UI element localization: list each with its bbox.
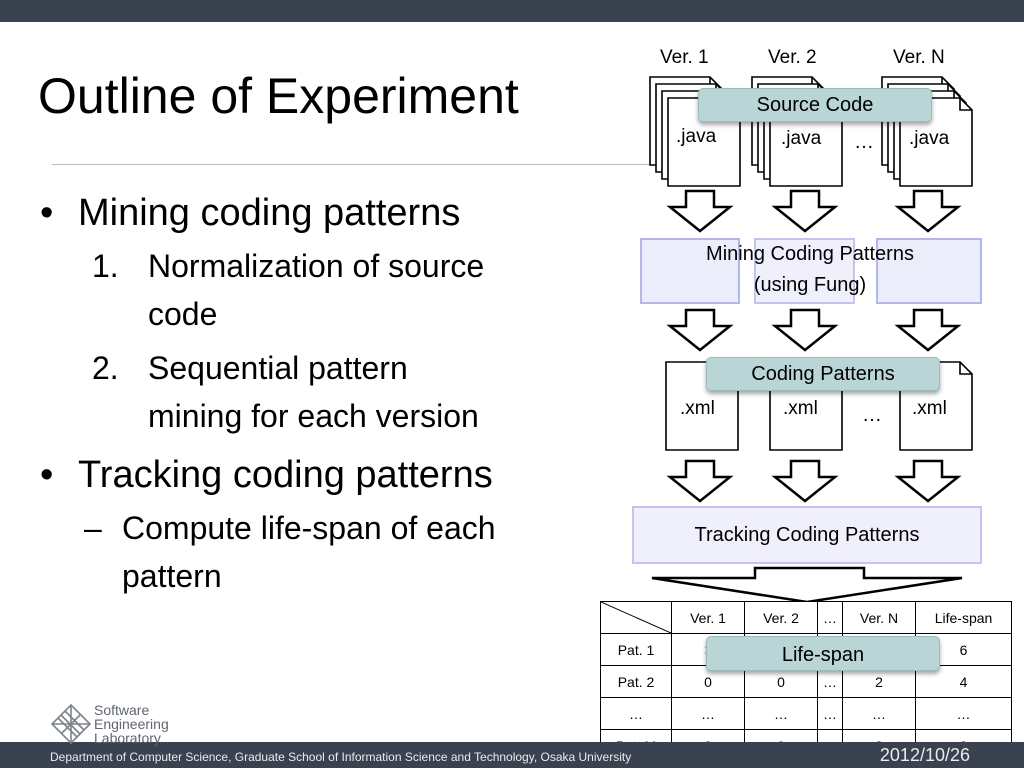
version-label-1: Ver. 1	[660, 47, 709, 68]
java-label-n: .java	[909, 128, 950, 149]
sub-item-line: pattern	[122, 558, 222, 594]
sub-item-normalization: 1. Normalization of source code	[40, 242, 610, 338]
logo-line: Engineering	[94, 716, 169, 732]
table-header-cell: Ver. 2	[744, 601, 818, 634]
bullet-dot: •	[40, 192, 54, 234]
arrow-down-icon	[773, 459, 837, 503]
source-code-band: Source Code	[698, 88, 932, 122]
xml-label-2: .xml	[783, 398, 818, 419]
mining-box-ver2	[754, 238, 855, 304]
table-header-cell: …	[817, 601, 843, 634]
table-cell: …	[842, 697, 916, 730]
lab-logo-text: Software Engineering Laboratory	[94, 703, 169, 745]
version-label-n: Ver. N	[893, 47, 945, 68]
version-label-2: Ver. 2	[768, 47, 817, 68]
table-header-row: Ver. 1 Ver. 2 … Ver. N Life-span	[600, 601, 1012, 634]
xml-label-1: .xml	[680, 398, 715, 419]
table-cell: …	[671, 697, 745, 730]
bullet-mining-text: Mining coding patterns	[78, 192, 461, 234]
bullet-tracking: • Tracking coding patterns	[40, 452, 610, 498]
lifespan-table: Ver. 1 Ver. 2 … Ver. N Life-span Pat. 1 …	[600, 601, 1012, 762]
wide-arrow-down-icon	[651, 566, 963, 604]
sub-item-line: code	[148, 296, 218, 332]
table-cell: …	[915, 697, 1012, 730]
table-corner-cell	[600, 601, 672, 634]
bullet-tracking-text: Tracking coding patterns	[78, 454, 493, 496]
table-header-cell: Life-span	[915, 601, 1012, 634]
mining-box-vern	[876, 238, 982, 304]
footer-department: Department of Computer Science, Graduate…	[50, 750, 632, 764]
lifespan-band: Life-span	[706, 636, 940, 671]
sub-item-line: mining for each version	[148, 398, 479, 434]
bottom-bar	[0, 742, 1024, 768]
table-row: … … … … … …	[600, 697, 1012, 730]
sub-item-line: Sequential pattern	[148, 350, 408, 386]
table-cell: …	[744, 697, 818, 730]
arrow-down-icon	[896, 308, 960, 352]
table-cell: Pat. 1	[600, 633, 672, 666]
arrow-down-icon	[773, 189, 837, 233]
sub-item-lifespan: – Compute life-span of each pattern	[40, 504, 610, 600]
xml-label-n: .xml	[912, 398, 947, 419]
slide-title: Outline of Experiment	[38, 68, 519, 124]
logo-line: Software	[94, 702, 150, 718]
sub-item-line: Normalization of source	[148, 248, 485, 284]
mining-box-ver1	[640, 238, 740, 304]
bullet-list: • Mining coding patterns 1. Normalizatio…	[40, 190, 610, 600]
table-cell: …	[817, 697, 843, 730]
ellipsis-xml: …	[862, 404, 882, 426]
table-header-cell: Ver. 1	[671, 601, 745, 634]
java-label-1: .java	[676, 126, 717, 147]
arrow-down-icon	[668, 308, 732, 352]
item-number: 1.	[92, 248, 119, 284]
diagonal-line	[601, 602, 671, 633]
table-header-cell: Ver. N	[842, 601, 916, 634]
arrow-down-icon	[896, 459, 960, 503]
table-cell: …	[600, 697, 672, 730]
arrow-down-icon	[896, 189, 960, 233]
arrow-down-icon	[773, 308, 837, 352]
title-rule	[52, 164, 652, 165]
mining-box-line1: Mining Coding Patterns	[706, 243, 914, 265]
java-label-2: .java	[781, 128, 822, 149]
coding-patterns-band: Coding Patterns	[706, 357, 940, 391]
tracking-box: Tracking Coding Patterns	[632, 506, 982, 564]
mining-box-text: Mining Coding Patterns (using Fung)	[660, 239, 960, 301]
lab-logo-icon	[50, 703, 92, 745]
logo-line: Laboratory	[94, 730, 161, 746]
mining-box-line2: (using Fung)	[753, 274, 867, 296]
bullet-mining: • Mining coding patterns	[40, 190, 610, 236]
table-cell: Pat. 2	[600, 665, 672, 698]
arrow-down-icon	[668, 189, 732, 233]
top-bar	[0, 0, 1024, 22]
sub-item-line: Compute life-span of each	[122, 510, 496, 546]
dash-marker: –	[84, 510, 102, 546]
sub-item-sequential: 2. Sequential pattern mining for each ve…	[40, 344, 610, 440]
footer-date: 2012/10/26	[879, 745, 970, 765]
arrow-down-icon	[668, 459, 732, 503]
item-number: 2.	[92, 350, 119, 386]
ellipsis-java: …	[854, 131, 874, 153]
bullet-dot: •	[40, 454, 54, 496]
